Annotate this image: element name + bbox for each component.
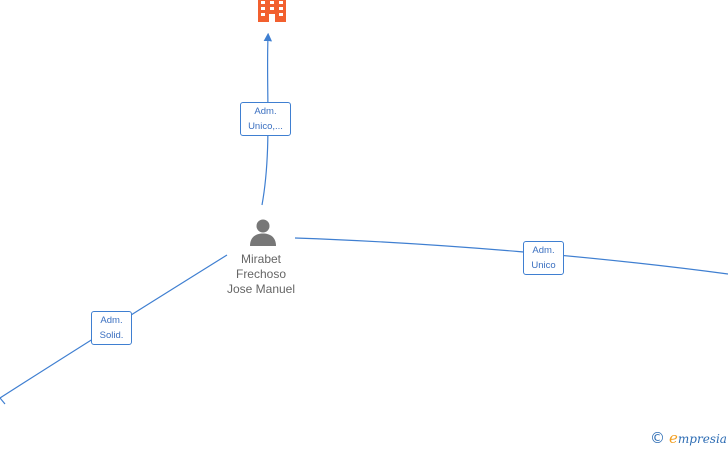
edge-label-left-line-2: Solid. [99,330,124,341]
edge-label-top-line-2: Unico,... [248,121,283,132]
person-name-line-2: Frechoso [235,267,287,281]
edge-label-left[interactable]: Adm. Solid. [91,311,132,345]
edge-label-right-line-2: Unico [531,260,556,271]
edge-label-right[interactable]: Adm. Unico [523,241,564,275]
brand-initial: e [669,428,678,447]
edge-right-line[interactable] [294,237,728,275]
person-name[interactable]: Mirabet Frechoso Jose Manuel [213,252,309,297]
edge-label-right-line-1: Adm. [532,245,555,256]
brand-name: empresia [669,428,727,449]
person-icon[interactable] [248,218,278,248]
edge-left-arrow-tip [0,397,6,405]
edge-label-top-line-1: Adm. [254,106,277,117]
person-name-line-1: Mirabet [240,252,281,266]
edge-label-top[interactable]: Adm. Unico,... [240,102,291,136]
person-name-line-3: Jose Manuel [226,282,296,296]
brand-watermark: © empresia [650,428,727,448]
edge-label-left-line-1: Adm. [100,315,123,326]
copyright-symbol: © [650,429,665,447]
brand-rest: mpresia [677,431,727,446]
building-icon[interactable] [256,0,288,22]
